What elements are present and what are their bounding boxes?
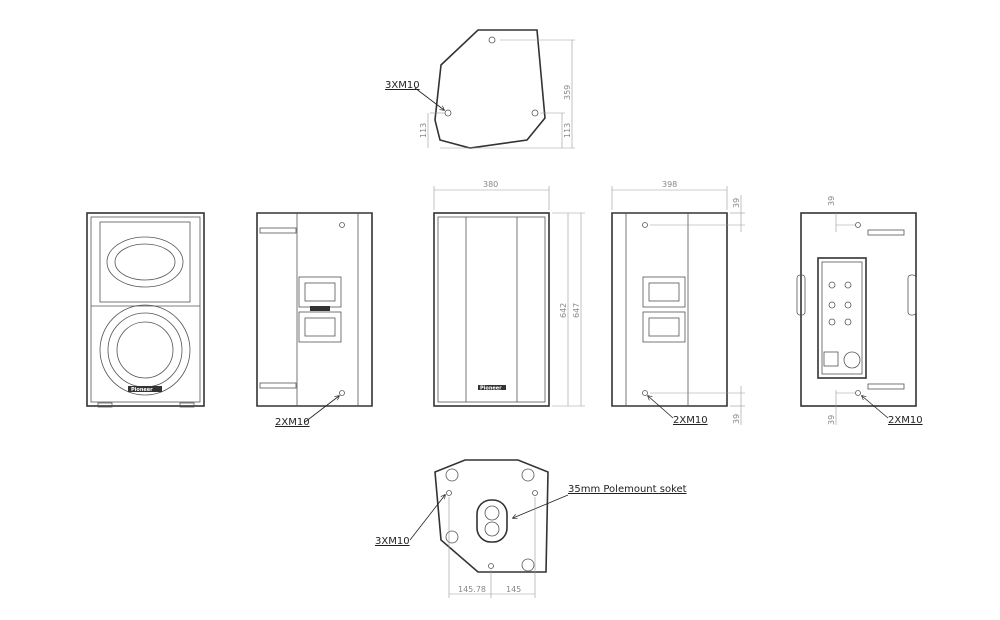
mount-hole-icon — [488, 36, 496, 44]
mount-hole-icon — [444, 109, 452, 117]
pole-socket-label: 35mm Polemount soket — [568, 484, 687, 495]
dim-height-inner: 642 — [559, 303, 568, 318]
dim-width: 398 — [662, 180, 677, 189]
top-view: 359 113 113 3XM10 — [385, 29, 575, 149]
side-right-view: 398 39 39 2XM10 — [611, 180, 745, 426]
callout-label: 2XM10 — [275, 417, 310, 428]
front-grille-view: Pioneer 380 642 647 — [433, 180, 585, 407]
dim-bottom: 39 — [732, 414, 741, 424]
brand-logo: Pioneer — [131, 387, 153, 393]
rear-view: 39 39 2XM10 — [796, 196, 923, 426]
callout-label: 3XM10 — [375, 536, 410, 547]
bottom-view: 35mm Polemount soket 3XM10 145.78 145 — [375, 459, 687, 598]
front-view: Pioneer — [86, 212, 205, 408]
dim-right: 113 — [563, 123, 572, 138]
callout-label: 2XM10 — [888, 415, 923, 426]
dim-width: 380 — [483, 180, 498, 189]
mount-hole-icon — [531, 109, 539, 117]
brand-logo: Pioneer — [480, 386, 502, 392]
dim-left: 113 — [419, 123, 428, 138]
callout-label: 3XM10 — [385, 80, 420, 91]
pole-socket — [476, 499, 508, 543]
dim-right: 145 — [506, 585, 521, 594]
dim-top: 39 — [827, 196, 836, 206]
dim-left: 145.78 — [458, 585, 486, 594]
dim-height-outer: 647 — [572, 303, 581, 318]
amp-panel — [817, 257, 867, 379]
dim-height: 359 — [563, 85, 572, 100]
dim-top: 39 — [732, 198, 741, 208]
callout-label: 2XM10 — [673, 415, 708, 426]
dim-bottom: 39 — [827, 415, 836, 425]
side-left-view: 2XM10 — [256, 212, 373, 428]
